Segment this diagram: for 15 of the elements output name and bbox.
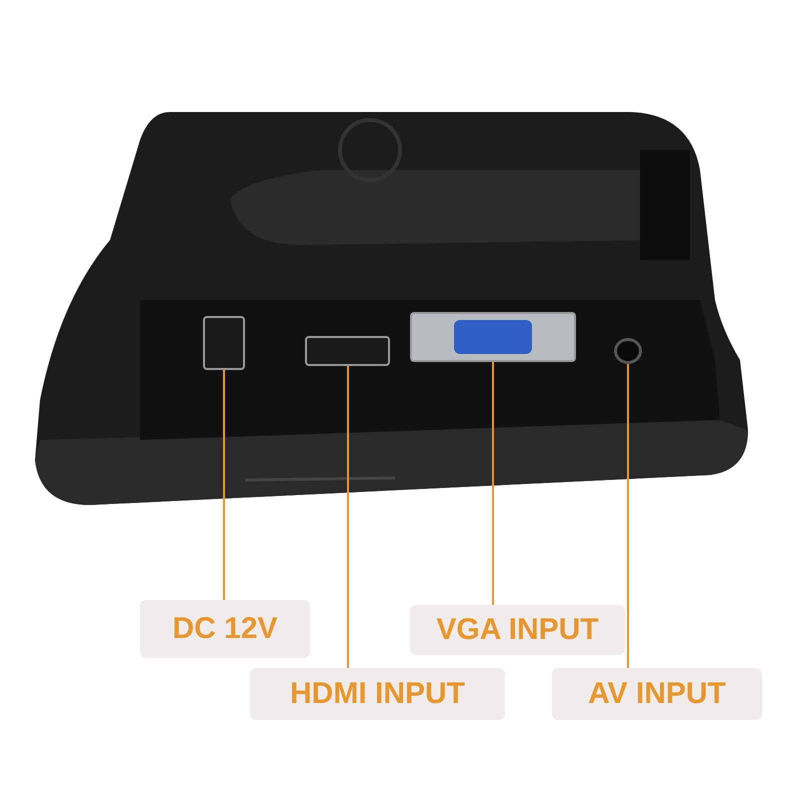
label-background	[410, 605, 625, 655]
hdmi-port	[305, 336, 390, 366]
leader-line	[347, 366, 349, 668]
port-label: VGA INPUT	[436, 613, 599, 647]
label-background	[140, 600, 310, 658]
leader-line	[627, 364, 629, 668]
label-background	[250, 668, 505, 720]
port-label: HDMI INPUT	[290, 677, 465, 711]
power-jack	[203, 316, 245, 370]
leader-line	[492, 362, 494, 605]
port-label: AV INPUT	[588, 677, 726, 711]
port-label: DC 12V	[172, 612, 278, 646]
label-background	[552, 668, 762, 720]
vga-port	[410, 312, 576, 362]
leader-line	[223, 370, 225, 600]
